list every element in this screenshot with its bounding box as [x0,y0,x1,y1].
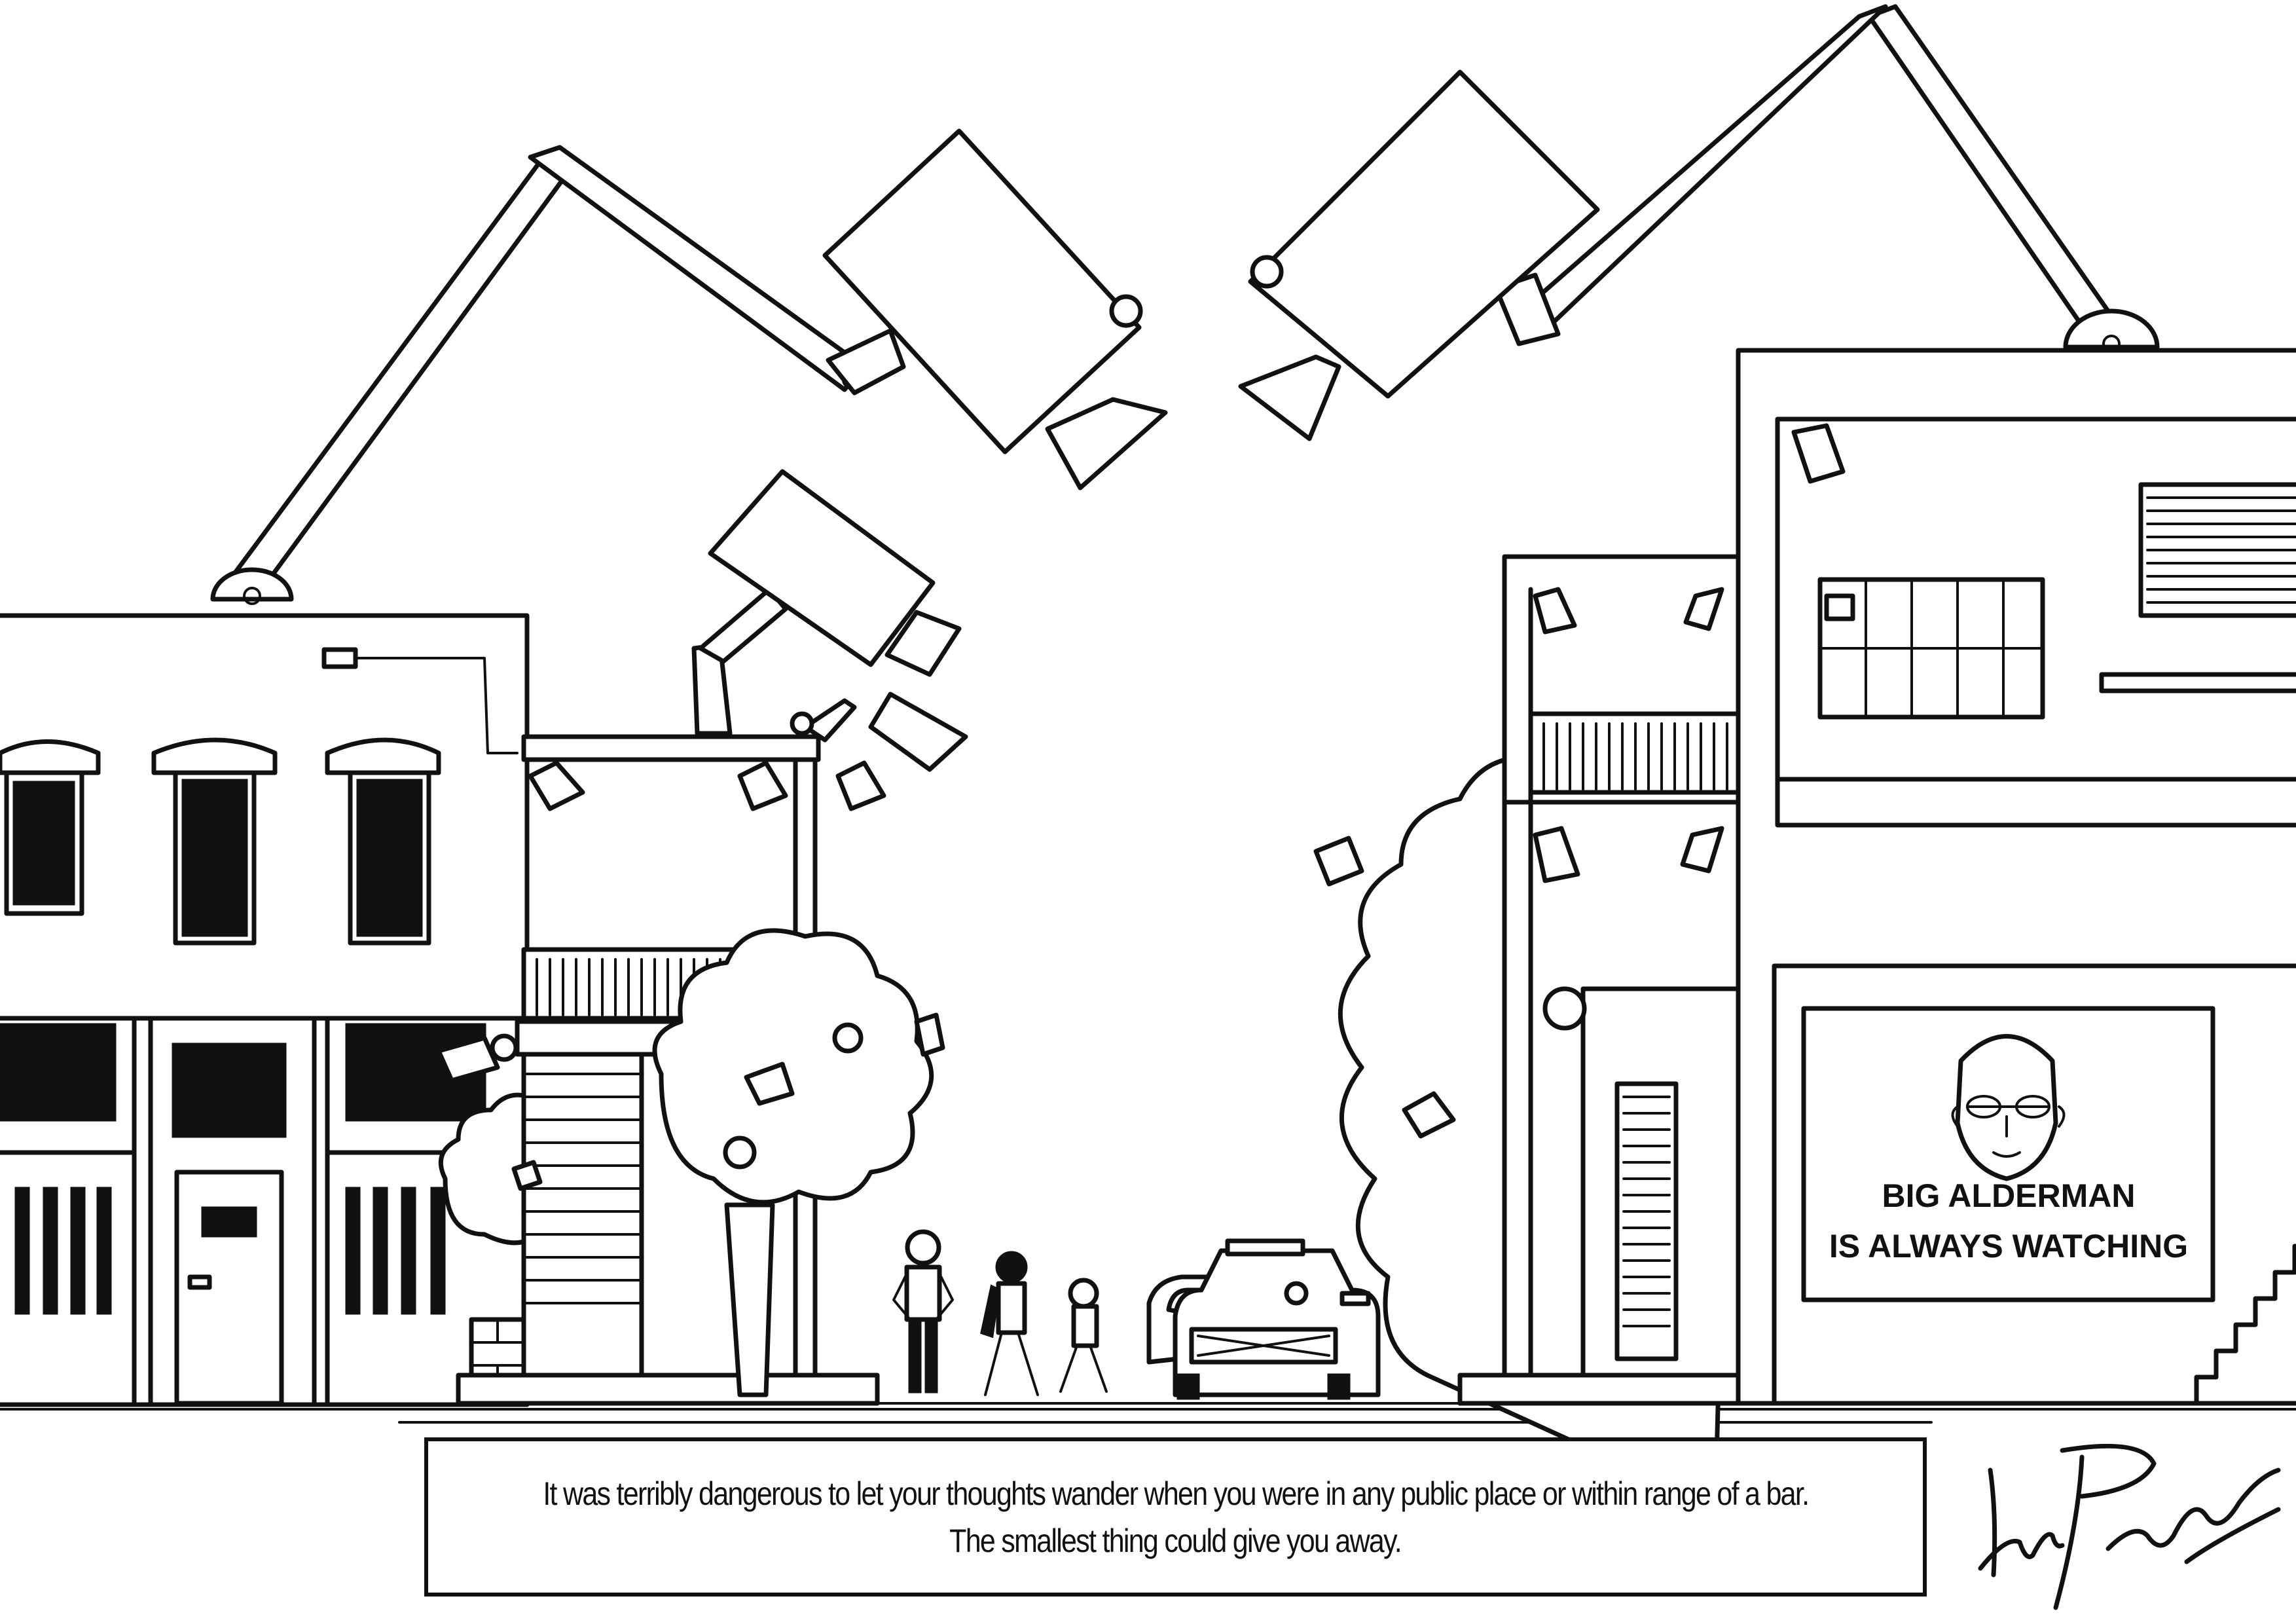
big-alderman-sign: BIG ALDERMAN IS ALWAYS WATCHING [1801,1006,2215,1302]
alderman-face-icon [1951,1034,2066,1181]
security-camera-icon [210,128,1168,605]
security-camera-icon [436,692,968,1191]
artist-signature [1978,1443,2281,1610]
security-camera-icon [1791,423,1846,484]
sign-line-2: IS ALWAYS WATCHING [1829,1228,2188,1264]
middle-building [1457,554,1744,1406]
caption-box: It was terribly dangerous to let your th… [424,1437,1927,1596]
upper-windows [0,737,441,946]
storefront [0,1016,487,1406]
security-camera-icon [691,469,962,736]
security-camera-icon [1313,587,1724,1139]
security-camera-icon [1238,4,2160,441]
left-building [0,613,585,1407]
people [892,1229,1108,1396]
car [1146,1238,1381,1400]
caption-line-1: It was terribly dangerous to let your th… [543,1475,1810,1512]
caption-line-2: The smallest thing could give you away. [949,1522,1403,1559]
porch-structure [456,734,934,1406]
sign-line-1: BIG ALDERMAN [1882,1177,2135,1214]
